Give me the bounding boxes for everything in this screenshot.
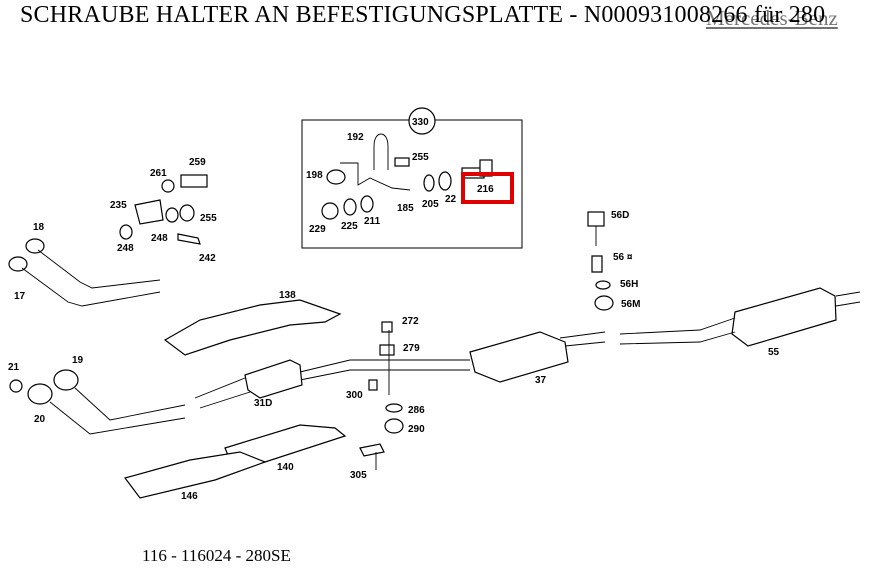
nut-198	[326, 169, 346, 185]
clamp-279	[379, 344, 395, 356]
model-reference: 116 - 116024 - 280SE	[142, 546, 291, 565]
label-146: 146	[181, 491, 198, 502]
rubber-56	[591, 255, 603, 273]
washer-56h	[595, 280, 611, 290]
label-255: 255	[412, 152, 429, 163]
ring-21	[9, 379, 23, 393]
label-22: 22	[445, 194, 457, 205]
nut-290	[384, 418, 404, 434]
bushing-255b	[179, 204, 195, 222]
label-56d: 56D	[611, 210, 629, 221]
bracket-235	[134, 199, 164, 225]
label-185: 185	[397, 203, 414, 214]
nut-229	[321, 202, 339, 220]
label-330: 330	[412, 117, 429, 128]
label-242: 242	[199, 253, 216, 264]
downpipe-a	[74, 387, 186, 421]
washer-22	[438, 171, 452, 191]
outlet-pipe-a	[559, 331, 606, 339]
bolt-head-56d	[587, 211, 605, 227]
label-20: 20	[34, 414, 46, 425]
catalyst-19	[53, 369, 79, 391]
label-305: 305	[350, 470, 367, 481]
muffler-37	[469, 331, 569, 383]
label-18: 18	[33, 222, 45, 233]
label-37: 37	[535, 375, 547, 386]
label-31d: 31D	[254, 398, 272, 409]
label-272: 272	[402, 316, 419, 327]
label-290: 290	[408, 424, 425, 435]
bracket	[340, 162, 411, 191]
washer-225	[343, 198, 357, 216]
spacer-255	[394, 157, 410, 167]
conv-inlet-b	[199, 391, 251, 409]
bushing-255	[165, 207, 179, 223]
label-19: 19	[72, 355, 84, 366]
label-17: 17	[14, 291, 26, 302]
washer-205	[423, 174, 435, 192]
bolt-head-305	[359, 443, 385, 457]
brand-watermark: Mercedes-Benz	[706, 6, 838, 30]
flange-18	[25, 238, 45, 254]
clamp-272	[381, 321, 393, 333]
downpipe-b	[49, 401, 186, 435]
front-pipe-upper	[37, 249, 161, 289]
outlet-pipe-b	[564, 341, 606, 347]
tail-pipe-b	[835, 301, 861, 307]
label-279: 279	[403, 343, 420, 354]
mid-pipe-lower	[299, 369, 470, 381]
label-261: 261	[150, 168, 167, 179]
label-55: 55	[768, 347, 780, 358]
washer-286	[385, 403, 403, 413]
label-248b: 248	[117, 243, 134, 254]
label-192: 192	[347, 132, 364, 143]
page-title: SCHRAUBE HALTER AN BEFESTIGUNGSPLATTE - …	[20, 2, 826, 28]
label-259: 259	[189, 157, 206, 168]
washer-211	[360, 195, 374, 213]
label-300: 300	[346, 390, 363, 401]
rear-muffler-55	[731, 287, 837, 347]
heat-shield-146	[123, 451, 267, 499]
label-255b: 255	[200, 213, 217, 224]
callout-circle-330	[408, 107, 436, 135]
nut-56m	[594, 295, 614, 311]
tail-pipe-a	[835, 291, 861, 297]
label-140: 140	[277, 462, 294, 473]
catalyst-20	[27, 383, 53, 405]
rubber-248	[119, 224, 133, 240]
label-216: 216	[477, 184, 494, 195]
front-pipe-lower	[21, 267, 161, 307]
washer-261	[161, 179, 175, 193]
bolt-259	[180, 174, 208, 188]
hanger-300	[368, 379, 378, 391]
label-229: 229	[309, 224, 326, 235]
label-205: 205	[422, 199, 439, 210]
u-bolt-192	[373, 133, 389, 147]
rear-pipe-a	[619, 317, 736, 335]
highlight-box-216	[461, 172, 514, 204]
label-211: 211	[364, 216, 381, 227]
mid-pipe-upper	[299, 359, 470, 373]
flange-17	[8, 256, 28, 272]
rear-pipe-b	[619, 331, 736, 345]
conv-inlet-a	[194, 377, 246, 399]
label-138: 138	[279, 290, 296, 301]
label-286: 286	[408, 405, 425, 416]
label-56m: 56M	[621, 299, 640, 310]
label-235: 235	[110, 200, 127, 211]
strap-242	[177, 233, 201, 245]
label-56h: 56H	[620, 279, 638, 290]
label-225: 225	[341, 221, 358, 232]
converter-31d	[244, 359, 303, 399]
heat-shield-138	[163, 299, 342, 356]
label-198: 198	[306, 170, 323, 181]
label-248a: 248	[151, 233, 168, 244]
label-56q: 56 ¤	[613, 252, 633, 263]
label-21: 21	[8, 362, 20, 373]
